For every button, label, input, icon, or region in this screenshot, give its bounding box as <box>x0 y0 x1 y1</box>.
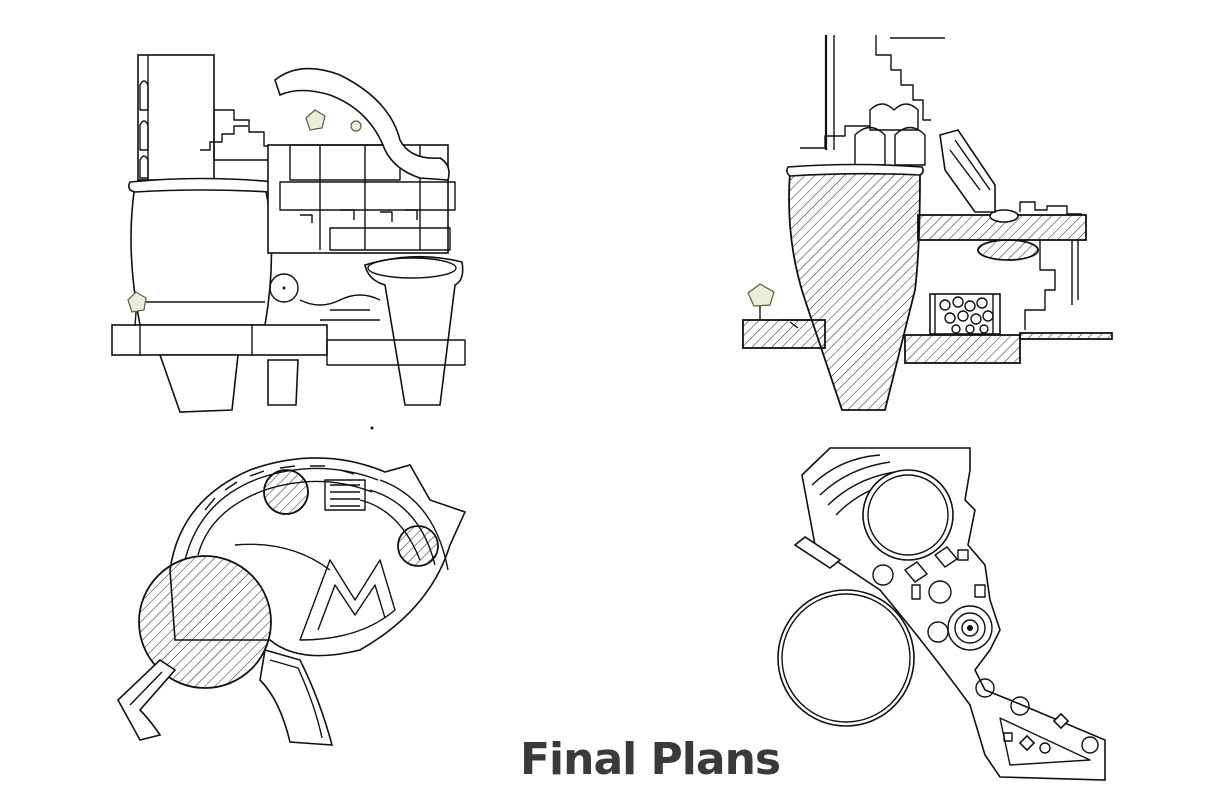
base-slab-right <box>904 334 1021 364</box>
target-rings <box>947 605 993 651</box>
column-hatched <box>263 469 309 515</box>
ball-pit <box>939 296 994 334</box>
sheet-title: Final Plans <box>520 734 781 785</box>
base-slab <box>111 324 328 356</box>
cone-pier <box>364 255 464 406</box>
base-slab-left <box>742 319 826 349</box>
plan-b-drawing <box>777 447 1106 781</box>
big-circle-room <box>777 589 915 727</box>
main-volume <box>130 184 273 326</box>
big-column-hatched <box>138 555 272 689</box>
circle-room <box>862 469 954 561</box>
plan-a-drawing <box>117 457 467 746</box>
tower-block <box>137 54 215 181</box>
column-hatched <box>397 525 439 567</box>
tree-icon <box>127 291 147 327</box>
tree-icon <box>747 283 775 320</box>
tree-icon <box>305 109 326 131</box>
section-drawing <box>742 35 1113 411</box>
hatched-cone-section <box>788 171 921 411</box>
lower-pier-middle <box>267 359 299 406</box>
elevation-drawing <box>111 54 466 413</box>
curved-roof <box>274 67 450 181</box>
lower-pier-left <box>158 354 239 413</box>
